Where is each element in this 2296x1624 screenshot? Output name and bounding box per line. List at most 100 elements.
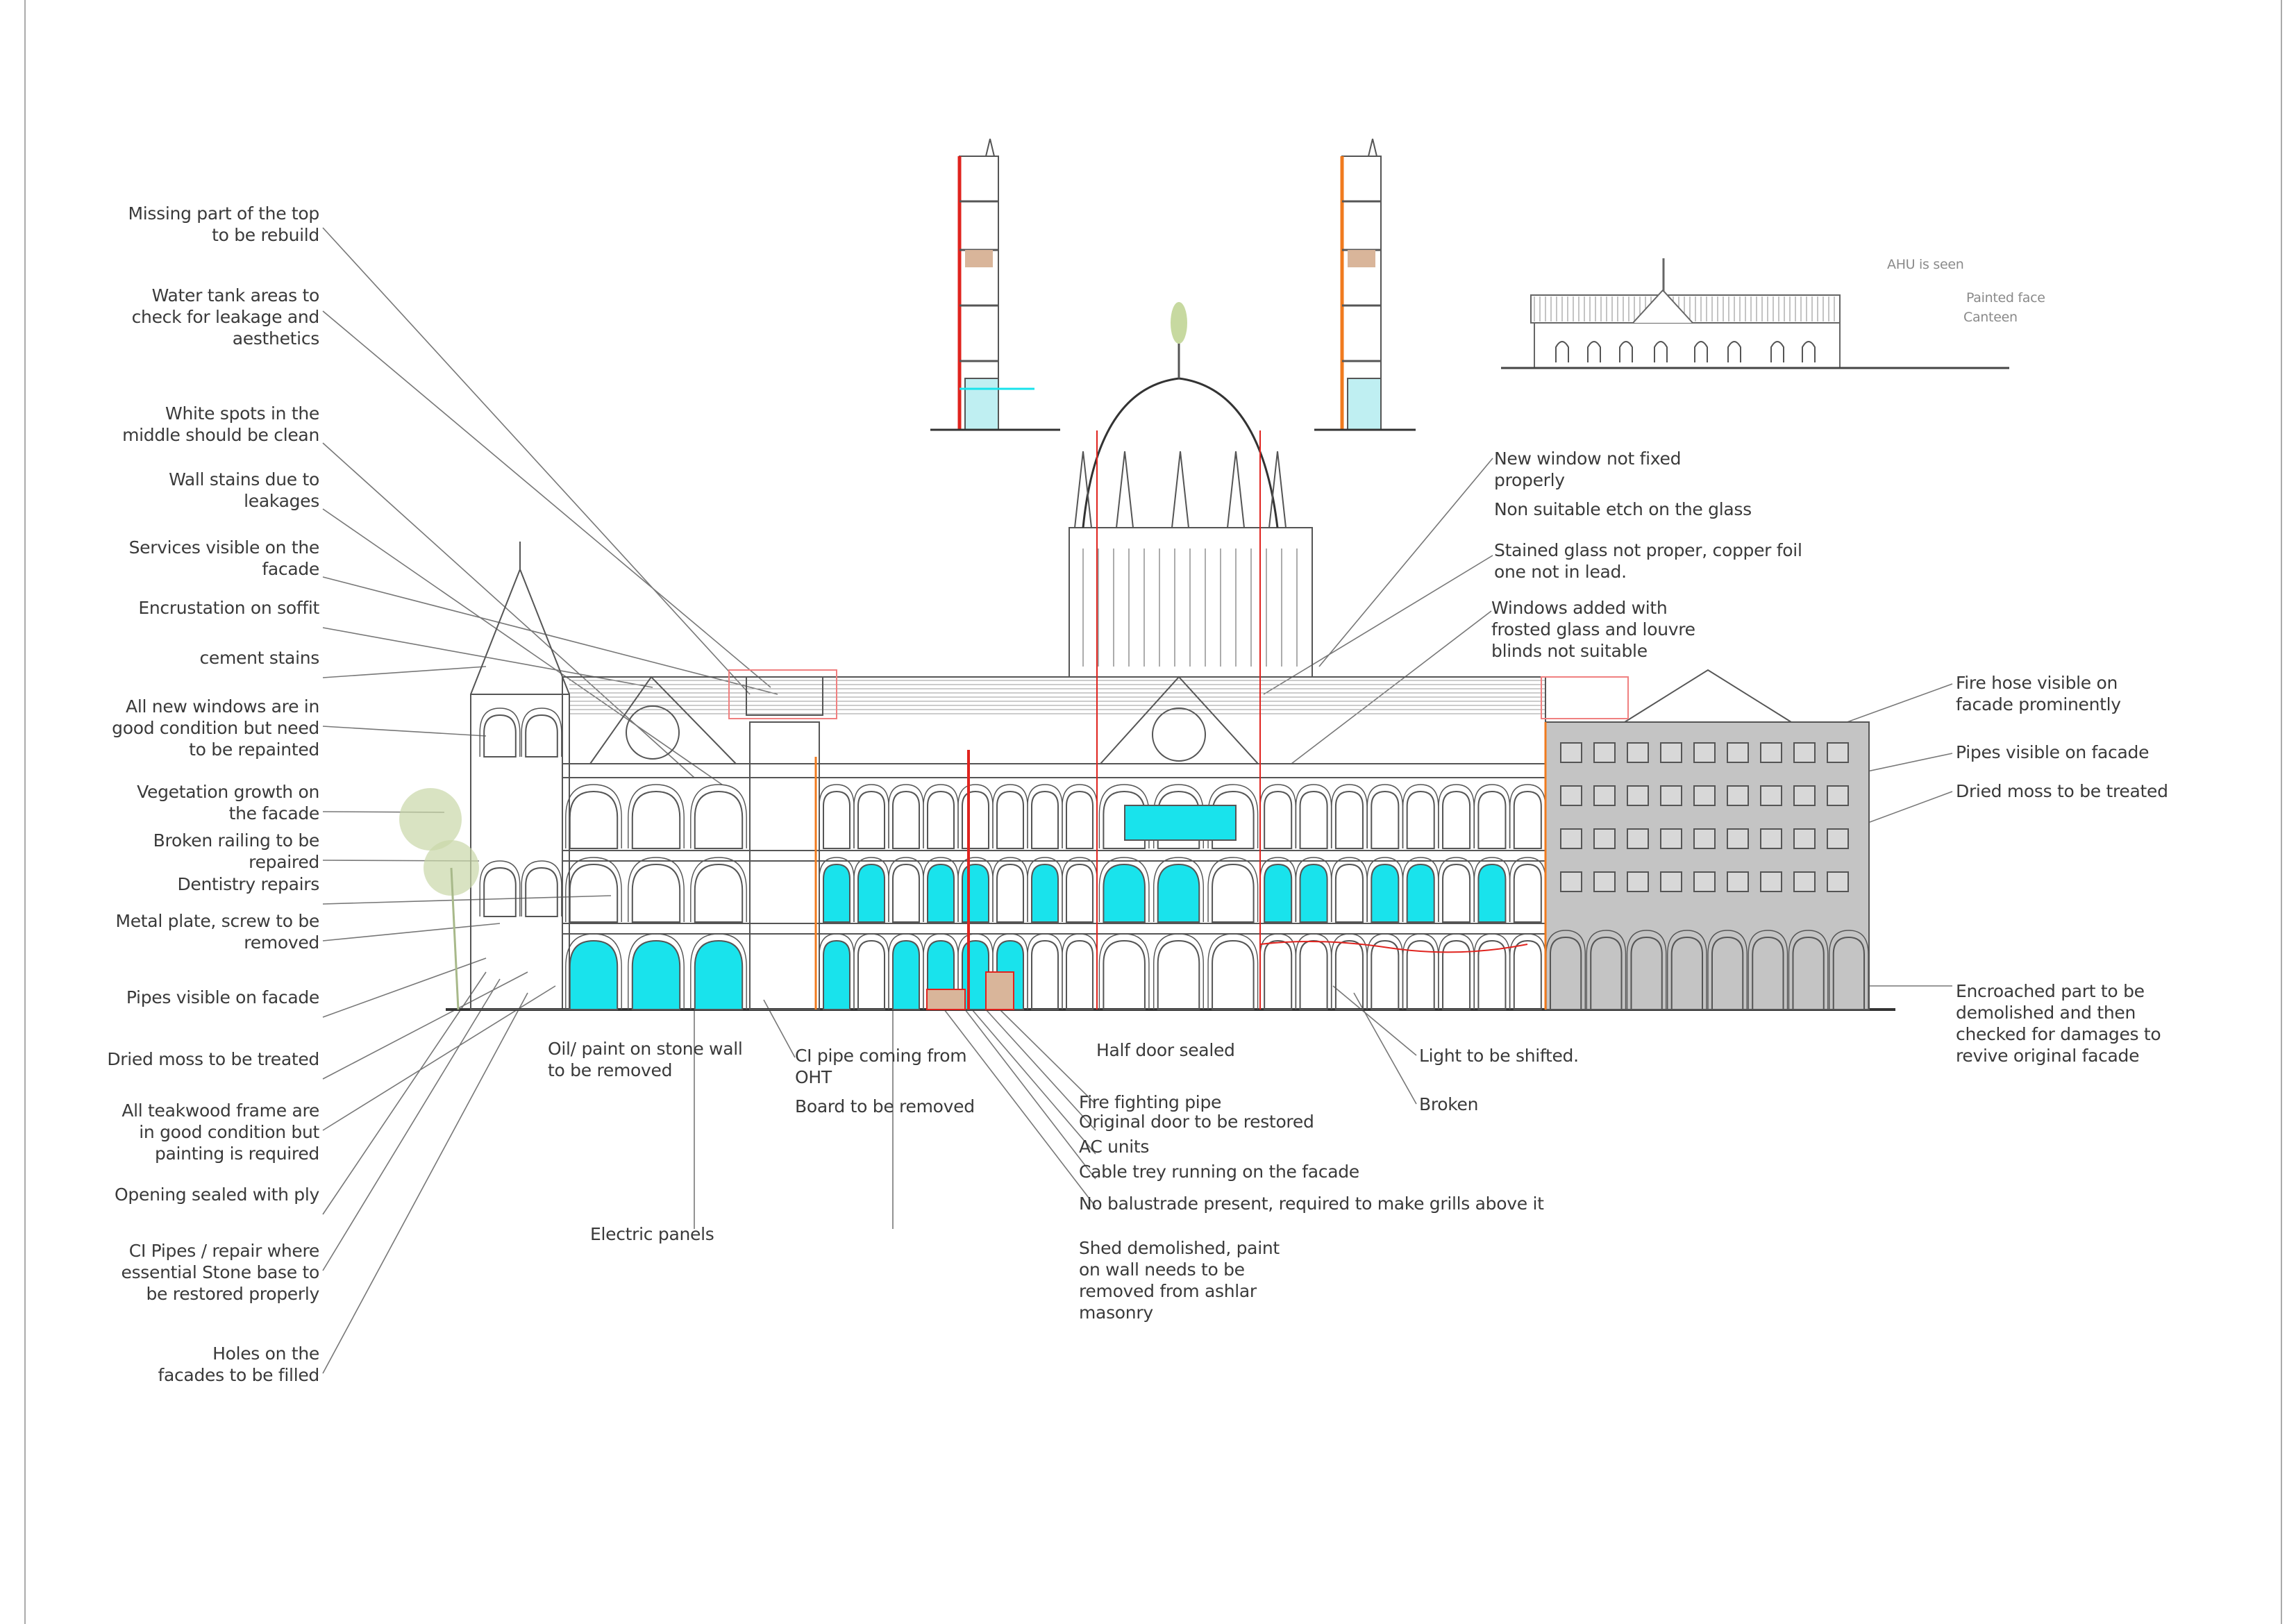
arch-moulding xyxy=(888,784,924,848)
central-rose-window xyxy=(1152,708,1206,762)
block-window xyxy=(1827,742,1849,763)
block-window xyxy=(1693,871,1716,892)
arch-moulding xyxy=(1295,857,1332,922)
leader-line xyxy=(985,1009,1096,1131)
block-window xyxy=(1760,785,1782,806)
annex-window xyxy=(1770,341,1784,362)
note-light-shift: Light to be shifted. xyxy=(1419,1046,1579,1066)
tower-window xyxy=(483,867,517,917)
arch-level-3 xyxy=(631,790,681,849)
leader-line xyxy=(322,576,778,695)
block-window xyxy=(1593,871,1616,892)
arch-moulding xyxy=(819,933,855,1010)
block-window xyxy=(1627,871,1649,892)
leader-line xyxy=(322,992,528,1374)
arch-moulding xyxy=(853,933,889,1010)
encroached-block xyxy=(1545,721,1870,1010)
leader-line xyxy=(322,971,487,1215)
arch-level-2 xyxy=(1066,863,1093,923)
block-window xyxy=(1793,742,1816,763)
arch-moulding xyxy=(565,857,622,922)
water-tank xyxy=(746,676,823,716)
note-cement-stains: cement stains xyxy=(199,648,319,668)
arch-level-2 xyxy=(1157,863,1200,923)
leader-line xyxy=(1353,992,1417,1105)
arch-moulding xyxy=(957,857,994,922)
section-base xyxy=(964,378,999,430)
arch-level-1 xyxy=(1513,939,1542,1010)
block-window xyxy=(1827,828,1849,849)
block-window xyxy=(1593,742,1616,763)
arch-level-3 xyxy=(996,790,1024,849)
section-base xyxy=(1347,378,1382,430)
arch-moulding xyxy=(1098,857,1150,922)
arch-moulding xyxy=(565,784,622,848)
block-window xyxy=(1660,742,1682,763)
leader-line xyxy=(322,957,487,1018)
block-gable xyxy=(1624,669,1792,723)
arch-moulding xyxy=(1098,784,1150,848)
annex-window xyxy=(1694,341,1708,362)
arch-moulding xyxy=(1366,933,1404,1010)
leader-line xyxy=(322,923,501,941)
arch-moulding xyxy=(479,860,521,916)
note-water-tank: Water tank areas to check for leakage an… xyxy=(131,285,320,349)
arch-level-2 xyxy=(927,863,955,923)
arch-level-2 xyxy=(569,863,619,923)
note-new-windows: All new windows are in good condition bu… xyxy=(112,696,319,760)
arch-moulding xyxy=(923,784,959,848)
arch-moulding xyxy=(1707,930,1748,1010)
leader-line xyxy=(322,310,771,688)
annex-window xyxy=(1619,341,1633,362)
arch-level-2 xyxy=(1031,863,1059,923)
door-tan xyxy=(985,971,1014,1010)
arch-level-3 xyxy=(823,790,850,849)
block-window xyxy=(1760,828,1782,849)
arch-level-3 xyxy=(1513,790,1542,849)
arch-moulding xyxy=(1027,933,1063,1010)
note-encroached: Encroached part to be demolished and the… xyxy=(1956,981,2161,1066)
arch-moulding xyxy=(957,784,994,848)
arch-moulding xyxy=(1473,857,1511,922)
arch-moulding xyxy=(1366,857,1404,922)
block-window xyxy=(1660,828,1682,849)
note-original-door: Original door to be restored xyxy=(1079,1112,1314,1132)
arch-moulding xyxy=(1098,933,1150,1010)
note-cable-tray: Cable trey running on the facade xyxy=(1079,1162,1359,1182)
note-new-window-not-fixed: New window not fixed properly xyxy=(1494,449,1682,490)
highlight-box xyxy=(1541,676,1629,719)
arch-moulding xyxy=(628,857,685,922)
annex-window xyxy=(1802,341,1816,362)
left-gable xyxy=(589,676,737,764)
annex-window xyxy=(1654,341,1668,362)
arch-moulding xyxy=(1207,933,1259,1010)
arch-moulding xyxy=(923,857,959,922)
pinnacle xyxy=(1116,451,1134,528)
block-window xyxy=(1560,871,1582,892)
leader-line xyxy=(971,1009,1096,1155)
arch-moulding xyxy=(690,784,747,848)
tower-window xyxy=(525,714,558,757)
arch-moulding xyxy=(1062,857,1098,922)
door-tan xyxy=(926,989,966,1010)
arch-level-2 xyxy=(857,863,885,923)
arch-level-3 xyxy=(1371,790,1400,849)
arch-level-2 xyxy=(1406,863,1435,923)
arch-moulding xyxy=(819,857,855,922)
arch-moulding xyxy=(1438,857,1475,922)
note-fire-hose: Fire hose visible on facade prominently xyxy=(1956,673,2121,714)
rose-window xyxy=(626,705,680,760)
leader-line xyxy=(322,726,487,737)
note-broken: Broken xyxy=(1419,1094,1479,1114)
arch-level-1 xyxy=(631,939,681,1010)
tower-window xyxy=(525,867,558,917)
leader-line xyxy=(1291,610,1492,764)
block-arch xyxy=(1549,936,1582,1010)
block-arch xyxy=(1630,936,1663,1010)
tree-vegetation xyxy=(399,788,462,851)
leader-line xyxy=(1263,555,1493,695)
arch-level-2 xyxy=(1334,863,1364,923)
arch-moulding xyxy=(521,860,562,916)
arch-moulding xyxy=(1626,930,1667,1010)
